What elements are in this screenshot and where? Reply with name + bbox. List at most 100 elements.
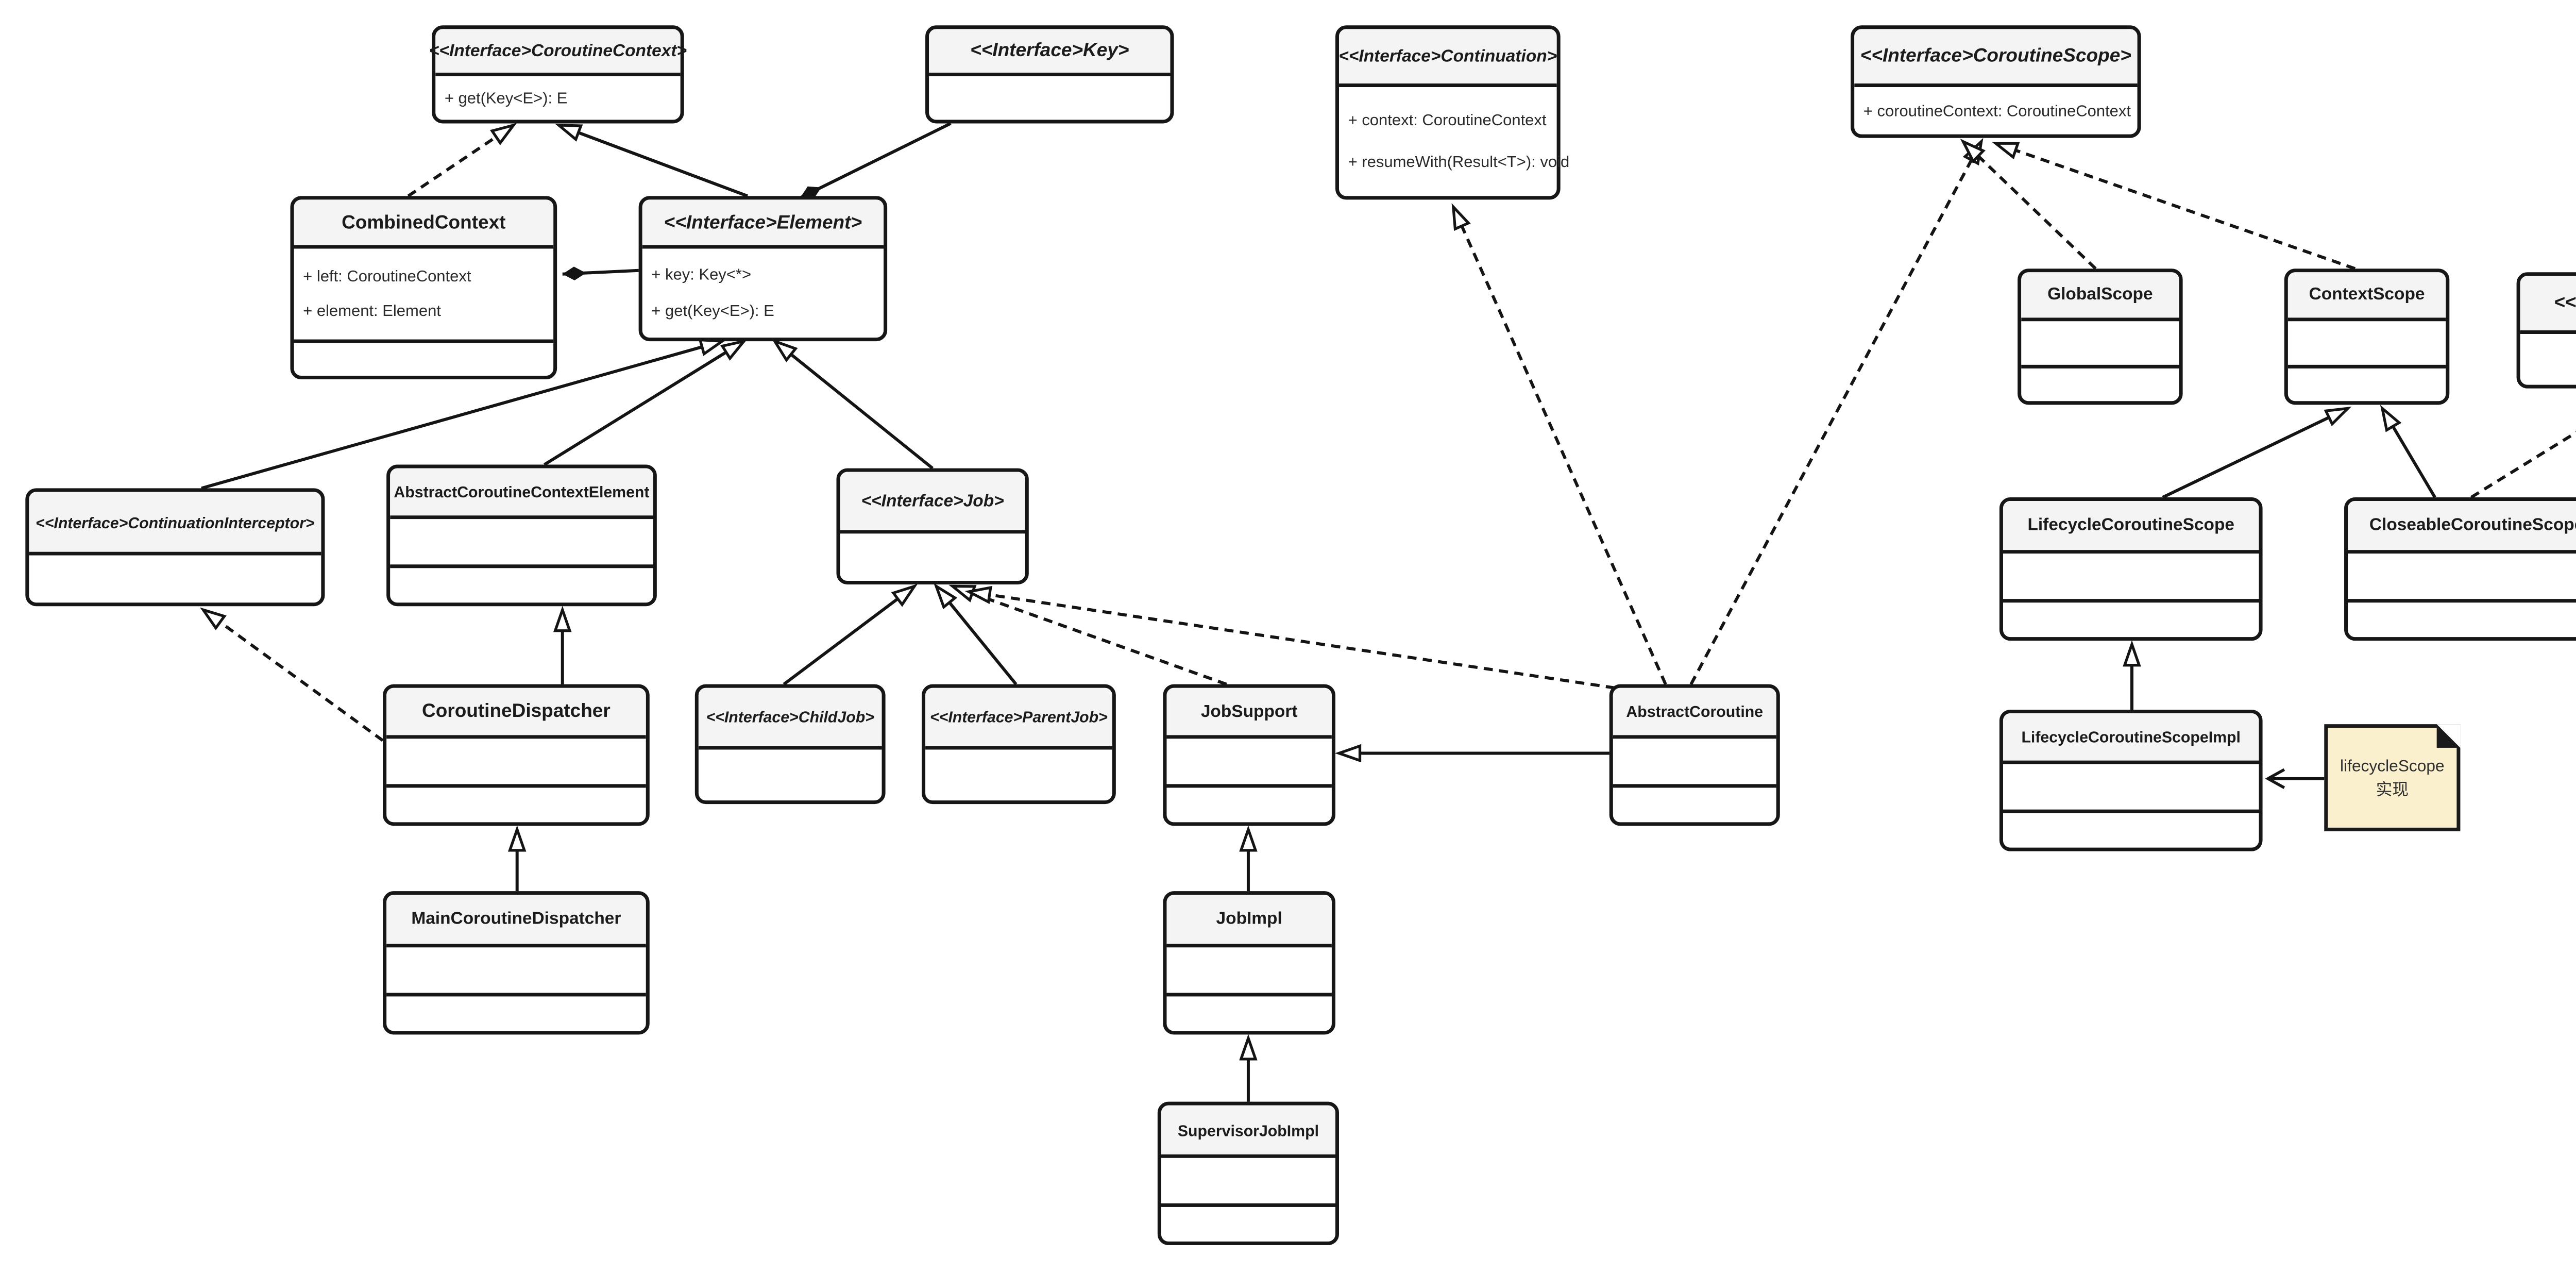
- attributes-compartment: + key: Key<*> + get(Key<E>): E: [642, 248, 884, 338]
- edge-combinedcontext-composes-element: [562, 266, 639, 281]
- empty-compartment: [386, 993, 646, 1031]
- empty-compartment: [840, 533, 1025, 581]
- attributes-compartment: + left: CoroutineContext + element: Elem…: [294, 248, 554, 339]
- attribute: + element: Element: [303, 301, 441, 321]
- empty-compartment: [2003, 764, 2259, 810]
- class-maincoroutinedispatcher: MainCoroutineDispatcher: [383, 891, 650, 1035]
- empty-compartment: [386, 784, 646, 822]
- class-title: LifecycleCoroutineScopeImpl: [2003, 713, 2259, 764]
- edge-parentjob-extends-job: [936, 587, 1018, 685]
- attributes-compartment: + context: CoroutineContext + resumeWith…: [1339, 87, 1570, 196]
- note-lifecyclescope: lifecycleScope 实现: [2324, 724, 2461, 831]
- class-closeablecoroutinescope: CloseableCoroutineScope: [2344, 497, 2576, 641]
- attributes-compartment: + get(Key<E>): E: [435, 76, 680, 120]
- edge-abstractcoroutine-implements-coroutinescope: [1689, 142, 1981, 685]
- empty-compartment: [925, 749, 1112, 800]
- class-key: <<Interface>Key>: [925, 25, 1174, 124]
- class-lifecyclecoroutinescope: LifecycleCoroutineScope: [1999, 497, 2263, 641]
- empty-compartment: [2348, 599, 2576, 637]
- class-title: <<Interface>Job>: [840, 472, 1025, 534]
- attribute: + get(Key<E>): E: [444, 88, 568, 107]
- empty-compartment: [1166, 784, 1332, 822]
- note-text: lifecycleScope: [2340, 756, 2445, 775]
- edge-abstractcoroutine-implements-continuation: [1453, 207, 1667, 685]
- edge-contextscope-implements-coroutinescope: [1996, 142, 2356, 271]
- edge-abstractcoroutinecontextelement-extends-element: [543, 341, 744, 466]
- edge-element-extends-coroutinecontext: [559, 125, 748, 198]
- class-title: <<Interface>CoroutineScope>: [1854, 29, 2138, 88]
- empty-compartment: [1166, 947, 1331, 993]
- class-element: <<Interface>Element> + key: Key<*> + get…: [638, 196, 888, 342]
- empty-compartment: [699, 749, 882, 800]
- class-title: CombinedContext: [294, 199, 554, 249]
- edge-coroutinedispatcher-implements-continuationinterceptor: [203, 610, 384, 742]
- empty-compartment: [29, 556, 321, 603]
- class-coroutinecontext: <<Interface>CoroutineContext> + get(Key<…: [429, 25, 687, 124]
- class-title: GlobalScope: [2021, 272, 2179, 322]
- class-title: <<Interface>ContinuationInterceptor>: [29, 492, 321, 556]
- class-jobimpl: JobImpl: [1163, 891, 1335, 1035]
- class-title: <<Interface>ChildJob>: [698, 688, 882, 750]
- attribute: + get(Key<E>): E: [651, 300, 774, 319]
- class-combinedcontext: CombinedContext + left: CoroutineContext…: [290, 196, 557, 380]
- empty-compartment: [2021, 364, 2179, 401]
- attribute: + left: CoroutineContext: [303, 266, 471, 285]
- empty-compartment: [1166, 993, 1332, 1031]
- class-title: <<Interface>ParentJob>: [925, 688, 1112, 750]
- class-childjob: <<Interface>ChildJob>: [694, 684, 886, 805]
- class-title: MainCoroutineDispatcher: [386, 895, 646, 948]
- attribute: + key: Key<*>: [651, 265, 752, 284]
- empty-compartment: [2348, 554, 2576, 599]
- edge-jobsupport-implements-job: [953, 584, 1227, 686]
- class-lifecyclecoroutinescopeimpl: LifecycleCoroutineScopeImpl: [1999, 709, 2263, 851]
- edge-job-extends-element: [775, 341, 934, 470]
- attribute: + coroutineContext: CoroutineContext: [1863, 100, 2131, 120]
- empty-compartment: [1166, 739, 1331, 784]
- class-title: <<Interface>Element>: [642, 199, 884, 249]
- class-title: JobSupport: [1166, 688, 1332, 739]
- class-title: <<Interface>Continuation>: [1338, 29, 1557, 88]
- class-closeable: <<Interface>Closeable>: [2516, 272, 2576, 389]
- attribute: + resumeWith(Result<T>): void: [1348, 152, 1570, 171]
- attributes-compartment: + coroutineContext: CoroutineContext: [1854, 87, 2137, 135]
- empty-compartment: [1161, 1158, 1335, 1203]
- empty-compartment: [2003, 599, 2259, 637]
- class-supervisorjobimpl: SupervisorJobImpl: [1157, 1101, 1340, 1245]
- class-title: <<Interface>Closeable>: [2520, 276, 2576, 334]
- empty-compartment: [2288, 321, 2446, 365]
- edge-closeablecoroutinescope-implements-closeable: [2470, 430, 2576, 499]
- edge-childjob-extends-job: [783, 587, 914, 686]
- empty-compartment: [386, 739, 646, 784]
- edge-continuationinterceptor-extends-element: [201, 341, 722, 490]
- edge-lifecyclecoroutinescope-extends-contextscope: [2162, 408, 2348, 499]
- class-continuation: <<Interface>Continuation> + context: Cor…: [1335, 25, 1570, 200]
- class-job: <<Interface>Job>: [836, 468, 1029, 584]
- note-text: 实现: [2376, 780, 2409, 799]
- class-abstractcoroutinecontextelement: AbstractCoroutineContextElement: [386, 464, 657, 607]
- empty-compartment: [386, 947, 646, 993]
- empty-compartment: [1613, 739, 1776, 784]
- edge-closeablecoroutinescope-extends-contextscope: [2382, 408, 2436, 498]
- empty-compartment: [294, 339, 554, 376]
- class-title: AbstractCoroutineContextElement: [390, 468, 653, 520]
- attribute: + context: CoroutineContext: [1348, 111, 1547, 129]
- class-title: <<Interface>CoroutineContext>: [429, 29, 687, 76]
- class-contextscope: ContextScope: [2284, 269, 2450, 405]
- edge-element-composes-key: [799, 122, 952, 199]
- class-title: CloseableCoroutineScope: [2348, 500, 2576, 554]
- empty-compartment: [2520, 334, 2576, 385]
- empty-compartment: [1161, 1203, 1335, 1242]
- empty-compartment: [2003, 554, 2259, 599]
- class-title: LifecycleCoroutineScope: [2003, 500, 2259, 554]
- class-jobsupport: JobSupport: [1163, 684, 1335, 826]
- class-coroutinedispatcher: CoroutineDispatcher: [383, 684, 650, 826]
- class-globalscope: GlobalScope: [2018, 269, 2183, 405]
- empty-compartment: [929, 76, 1170, 120]
- empty-compartment: [2003, 809, 2259, 848]
- empty-compartment: [2287, 364, 2446, 401]
- class-abstractcoroutine: AbstractCoroutine: [1609, 684, 1780, 826]
- empty-compartment: [2021, 321, 2179, 365]
- class-title: ContextScope: [2287, 272, 2446, 322]
- class-title: <<Interface>Key>: [929, 29, 1171, 76]
- edge-globalscope-implements-coroutinescope: [1963, 142, 2097, 270]
